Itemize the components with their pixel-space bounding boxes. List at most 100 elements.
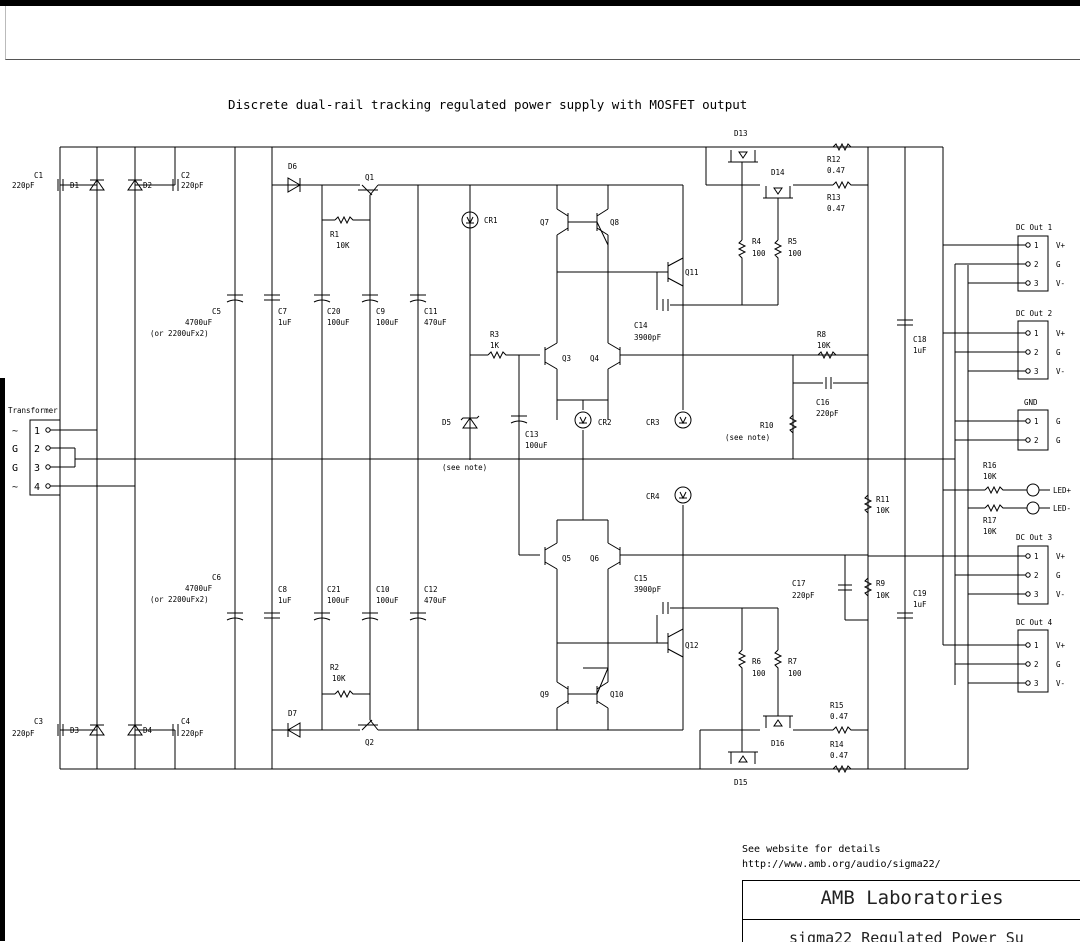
label-r13-value: 0.47 [827, 204, 845, 213]
label-c16-value: 220pF [816, 409, 839, 418]
resistor-r1 [334, 216, 356, 224]
label-q1: Q1 [365, 173, 374, 182]
label-c6-value: 4700uF [185, 584, 213, 593]
current-regulator-cr2 [574, 411, 592, 429]
connector-dc-out-1-vplus: V+ [1056, 241, 1066, 250]
website-url: http://www.amb.org/audio/sigma22/ [742, 859, 941, 870]
label-r17-value: 10K [983, 527, 997, 536]
connector-dc-out-4-vplus: V+ [1056, 641, 1066, 650]
capacitor-c15 [662, 601, 669, 615]
label-d5-note: (see note) [442, 463, 487, 472]
connector-dc-out-1-vminus: V- [1056, 279, 1065, 288]
label-c1-ref: C1 [34, 171, 43, 180]
label-c5-value: 4700uF [185, 318, 213, 327]
label-r8-ref: R8 [817, 330, 827, 339]
label-r7-value: 100 [788, 669, 802, 678]
label-d4: D4 [143, 726, 153, 735]
resistor-r6 [738, 649, 746, 671]
label-r8-value: 10K [817, 341, 831, 350]
label-d15: D15 [734, 778, 748, 787]
mosfet-d13 [728, 150, 758, 163]
label-c1-value: 220pF [12, 181, 35, 190]
connector-gnd-label: GND [1024, 398, 1038, 407]
label-r12-ref: R12 [827, 155, 841, 164]
connector-dc-out-1-pin-2: 2 [1034, 260, 1039, 269]
label-c9-ref: C9 [376, 307, 385, 316]
connector-dc-out-3-vplus: V+ [1056, 552, 1066, 561]
current-regulator-cr3 [674, 411, 692, 429]
transistor-q5 [544, 542, 558, 570]
label-r4-ref: R4 [752, 237, 762, 246]
led-minus-terminal [1026, 501, 1040, 515]
label-c4-ref: C4 [181, 717, 191, 726]
label-c13-value: 100uF [525, 441, 548, 450]
mosfet-d16 [763, 715, 793, 728]
label-c2-value: 220pF [181, 181, 204, 190]
label-c15-value: 3900pF [634, 585, 662, 594]
label-c11-value: 470uF [424, 318, 447, 327]
label-r14-value: 0.47 [830, 751, 848, 760]
label-r2-ref: R2 [330, 663, 339, 672]
transistor-q8 [596, 208, 609, 236]
label-q2: Q2 [365, 738, 374, 747]
label-d1: D1 [70, 181, 79, 190]
transistor-q7 [556, 208, 569, 236]
label-c17-ref: C17 [792, 579, 806, 588]
label-c3-ref: C3 [34, 717, 43, 726]
diode-d7 [287, 722, 301, 738]
transformer-pin-2: 2 [34, 444, 40, 455]
label-c18-ref: C18 [913, 335, 927, 344]
connector-dc-out-1-label: DC Out 1 [1016, 223, 1052, 232]
transistor-q2 [358, 719, 379, 731]
label-c10-value: 100uF [376, 596, 399, 605]
label-cr4: CR4 [646, 492, 660, 501]
transformer-pins [45, 427, 51, 489]
transformer-pin-label-3: G [12, 463, 18, 474]
label-d13: D13 [734, 129, 748, 138]
label-r7-ref: R7 [788, 657, 797, 666]
capacitor-c17 [838, 584, 852, 591]
label-c19-value: 1uF [913, 600, 927, 609]
zener-d5 [460, 415, 480, 429]
label-c2-ref: C2 [181, 171, 190, 180]
connector-gnd-g1: G [1056, 417, 1061, 426]
transformer-label: Transformer [8, 406, 58, 415]
transformer-connector [29, 419, 61, 496]
label-c6-alt: (or 2200uFx2) [150, 595, 209, 604]
label-q9: Q9 [540, 690, 549, 699]
transformer-pin-label-4: ~ [12, 482, 18, 493]
transformer-pin-1: 1 [34, 426, 40, 437]
resistor-r15 [832, 726, 854, 734]
connector-dc-out-4-pin-3: 3 [1034, 679, 1039, 688]
label-c9-value: 100uF [376, 318, 399, 327]
page-header-frame [5, 6, 1080, 60]
see-website-note: See website for details [742, 844, 880, 855]
label-r11-value: 10K [876, 506, 890, 515]
connector-dc-out-2-label: DC Out 2 [1016, 309, 1052, 318]
connector-dc-out-2-pin-2: 2 [1034, 348, 1039, 357]
transistor-q6 [607, 542, 621, 570]
transformer-pin-3: 3 [34, 463, 40, 474]
connector-dc-out-3-vminus: V- [1056, 590, 1065, 599]
label-d5: D5 [442, 418, 451, 427]
label-q11: Q11 [685, 268, 699, 277]
resistor-r16 [984, 486, 1006, 494]
label-r16-ref: R16 [983, 461, 997, 470]
label-r1-ref: R1 [330, 230, 339, 239]
label-c14-ref: C14 [634, 321, 648, 330]
label-c13-ref: C13 [525, 430, 539, 439]
label-q3: Q3 [562, 354, 571, 363]
label-r10-note: (see note) [725, 433, 770, 442]
connector-dc-out-2 [1017, 320, 1049, 380]
diode-d6 [287, 177, 301, 193]
label-c12-value: 470uF [424, 596, 447, 605]
label-r5-value: 100 [788, 249, 802, 258]
title-block: AMB Laboratories sigma22 Regulated Power… [742, 880, 1080, 942]
label-cr1: CR1 [484, 216, 498, 225]
connector-dc-out-4-pin-1: 1 [1034, 641, 1039, 650]
label-q10: Q10 [610, 690, 624, 699]
label-d16: D16 [771, 739, 785, 748]
label-c19-ref: C19 [913, 589, 927, 598]
label-c20-ref: C20 [327, 307, 341, 316]
current-regulator-cr4 [674, 486, 692, 504]
